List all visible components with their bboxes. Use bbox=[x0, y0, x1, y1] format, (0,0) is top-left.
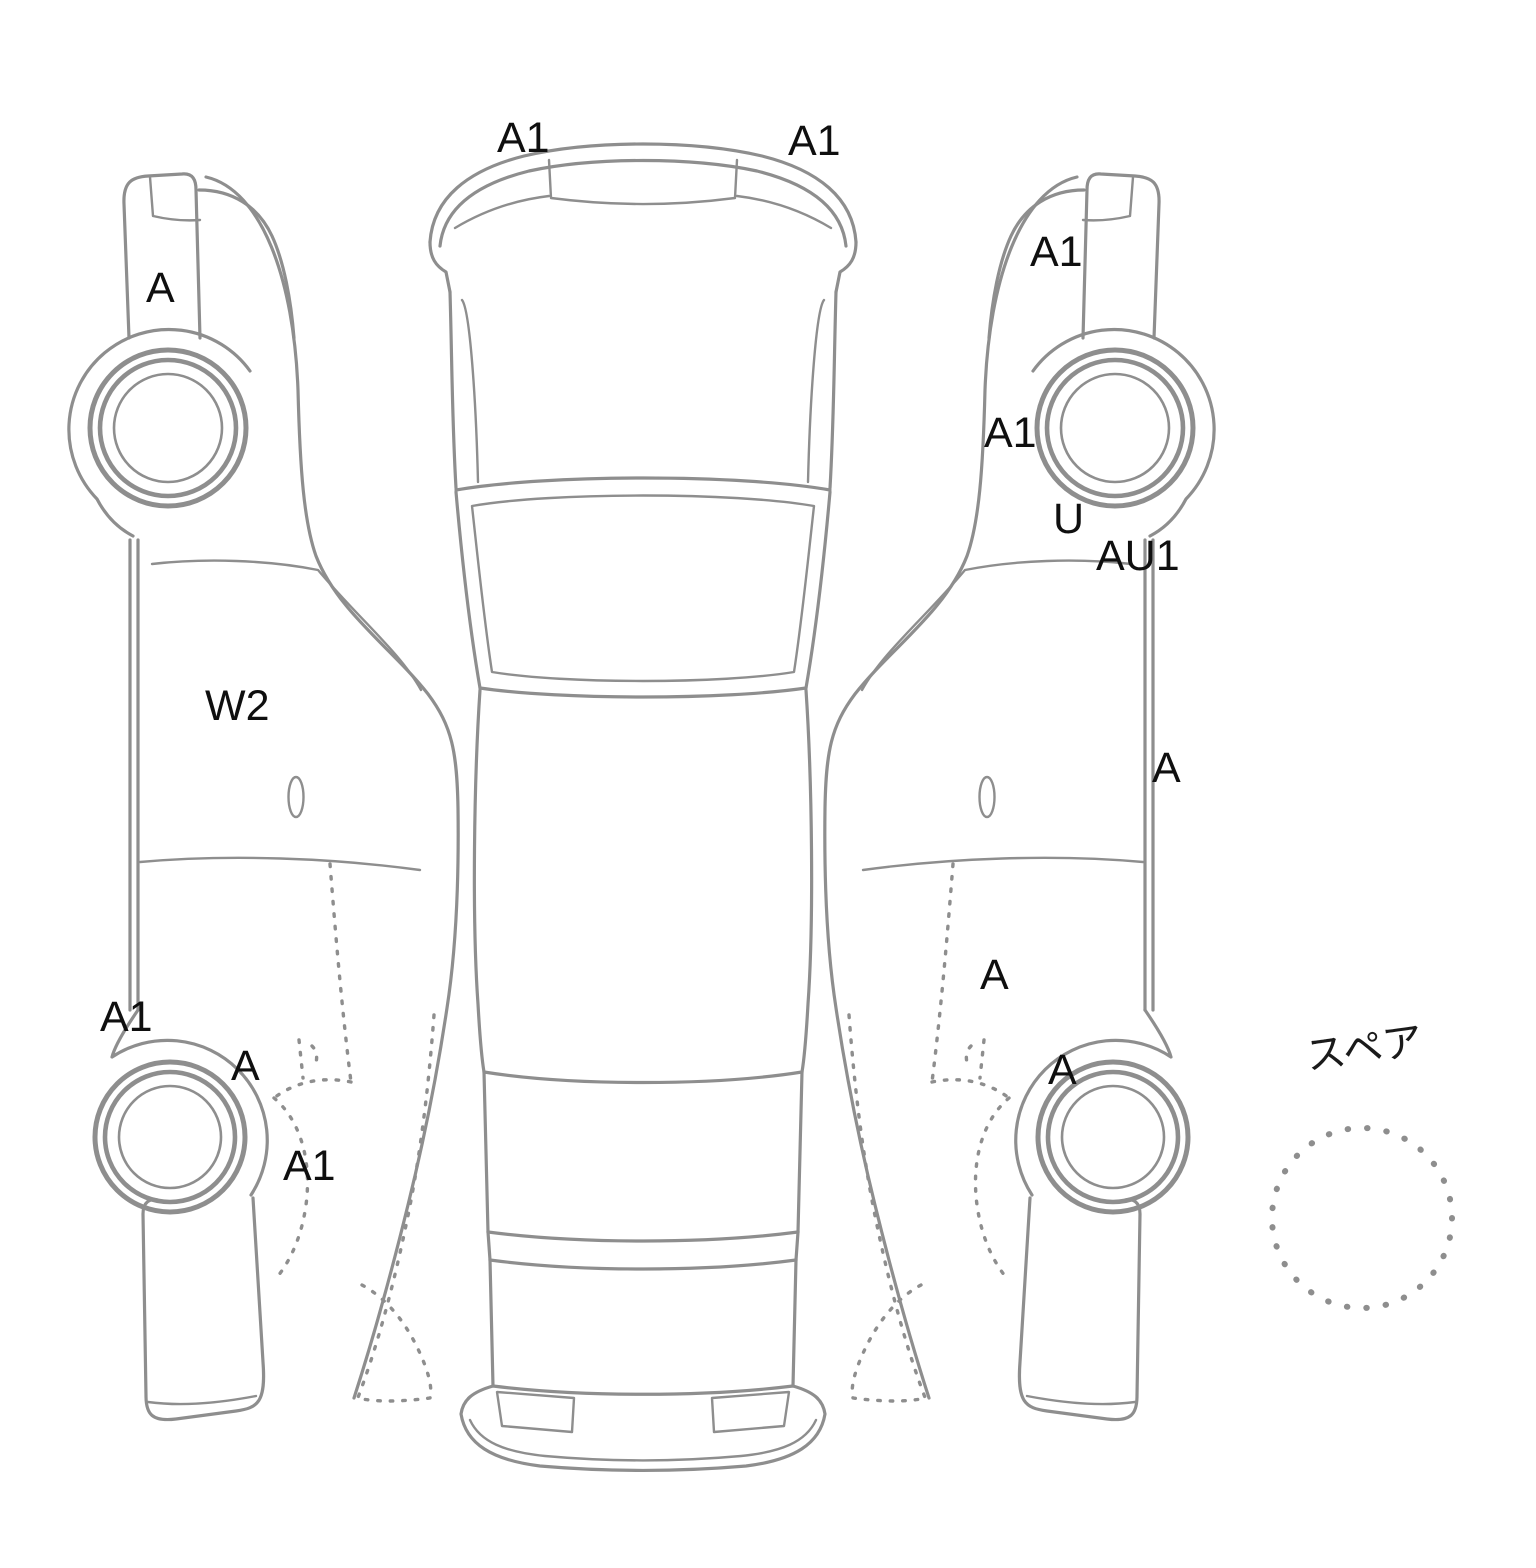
spare-tire-label: スペア bbox=[1303, 1019, 1425, 1079]
roof-side-right bbox=[800, 688, 814, 1074]
damage-marker: A1 bbox=[100, 993, 153, 1041]
damage-markers: A1 A1 A A1 A1 U AU1 W2 A A A1 A A A1 スペア bbox=[100, 114, 1425, 1190]
damage-marker: A bbox=[146, 264, 175, 312]
damage-marker: A1 bbox=[283, 1142, 336, 1190]
headlight-right bbox=[735, 194, 833, 230]
hood-side-right bbox=[828, 290, 838, 490]
windshield-header bbox=[478, 686, 808, 699]
rear-bumper bbox=[459, 1384, 827, 1473]
trunk-lower-seam bbox=[491, 1384, 795, 1396]
damage-marker: A bbox=[231, 1042, 260, 1090]
hatch-seam-2 bbox=[488, 1258, 798, 1271]
hood-side-left bbox=[448, 290, 458, 490]
car-side-view-left bbox=[69, 174, 458, 1420]
damage-marker: A bbox=[980, 951, 1009, 999]
roof-rear-edge bbox=[482, 1070, 804, 1085]
roof-side-left bbox=[472, 688, 486, 1074]
damage-marker: AU1 bbox=[1096, 532, 1180, 580]
damage-marker: A bbox=[1048, 1046, 1077, 1094]
spare-tire bbox=[1269, 1125, 1455, 1311]
windshield-side-right bbox=[804, 490, 832, 690]
car-top-view bbox=[428, 142, 858, 1473]
tail-light-right bbox=[710, 1390, 791, 1434]
hatch-seam-1 bbox=[486, 1230, 800, 1243]
damage-marker: A1 bbox=[984, 409, 1037, 457]
cowl-line bbox=[454, 476, 832, 492]
damage-marker: U bbox=[1053, 495, 1084, 543]
tail-light-left bbox=[495, 1390, 576, 1434]
front-bumper bbox=[428, 142, 858, 244]
front-grille bbox=[547, 158, 739, 206]
windshield-side-left bbox=[454, 490, 482, 690]
headlight-left bbox=[453, 194, 551, 230]
damage-marker: A1 bbox=[497, 114, 550, 162]
damage-marker: A1 bbox=[788, 117, 841, 165]
damage-marker: A1 bbox=[1030, 228, 1083, 276]
windshield-glass bbox=[470, 494, 816, 683]
damage-marker: A bbox=[1152, 744, 1181, 792]
damage-marker: W2 bbox=[205, 682, 270, 730]
car-side-view-right bbox=[825, 174, 1214, 1420]
